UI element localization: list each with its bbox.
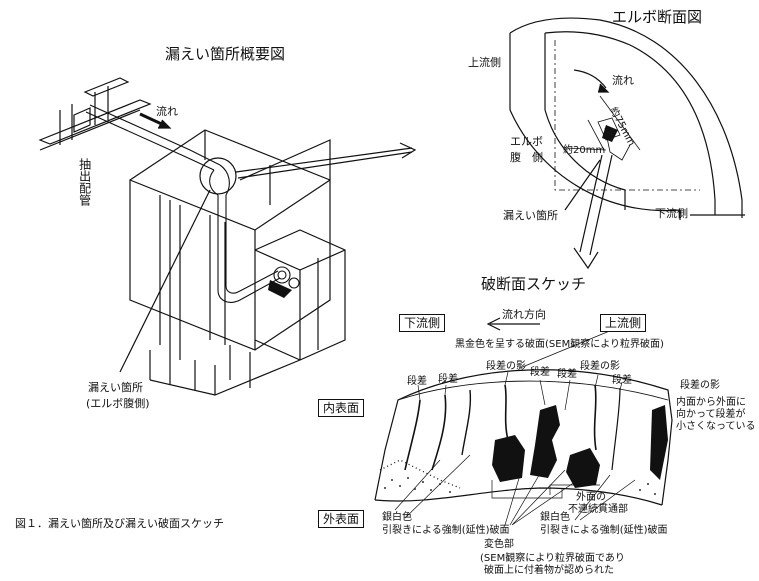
- downstream-box: 下流側: [399, 314, 446, 332]
- overview-structure: [129, 129, 346, 396]
- outer-discontinuity-line-2: 不連続貫通部: [568, 504, 628, 515]
- right-step-note: 内面から外面に 向かって段差が 小さくなっている: [676, 397, 756, 433]
- leak-detail-arrow: [235, 147, 413, 173]
- pipe-rack: [38, 77, 152, 151]
- flow-direction-label: 流れ方向: [502, 308, 546, 321]
- right-note-line-3: 小さくなっている: [676, 421, 756, 432]
- figure-caption: 図１．漏えい箇所及び漏えい破面スケッチ: [15, 517, 224, 530]
- outer-discontinuity-note: 外面の 不連続貫通部: [568, 492, 628, 516]
- step-label-2: 段差: [438, 374, 458, 385]
- outer-discontinuity-line-1: 外面の: [576, 492, 606, 503]
- elbow-section-title: エルボ断面図: [612, 8, 703, 26]
- tensile-fracture-left: 引裂きによる強制(延性)破面: [382, 525, 510, 536]
- step-label-1: 段差: [407, 376, 427, 387]
- elbow-belly-label-2: 腹 側: [510, 151, 543, 164]
- leak-location-sublabel: (エルボ腹側): [86, 397, 150, 410]
- silver-white-right: 銀白色: [540, 512, 570, 523]
- sem-note: (SEM観察により粒界破面であり 破面上に付着物が認められた: [480, 553, 625, 577]
- right-note-line-2: 向かって段差が: [676, 409, 746, 420]
- sem-note-line-1: (SEM観察により粒界破面であり: [480, 553, 625, 564]
- overview-flow-label: 流れ: [156, 105, 178, 118]
- outer-surface-box: 外表面: [318, 510, 365, 528]
- dark-fracture-zones: [268, 125, 668, 488]
- right-step-shadow-label: 段差の影: [680, 380, 720, 391]
- sem-note-line-2: 破面上に付着物が認められた: [484, 565, 614, 576]
- leak-location-marker: [199, 157, 237, 195]
- elbow-flow-label: 流れ: [612, 74, 634, 87]
- right-note-line-1: 内面から外面に: [676, 397, 746, 408]
- tensile-fracture-right: 引裂きによる強制(延性)破面: [540, 525, 668, 536]
- dark-surface-note: 黒金色を呈する破面(SEM観察により粒界破面): [455, 339, 664, 350]
- stippled-area: [384, 477, 656, 495]
- elbow-downstream-label: 下流側: [655, 207, 688, 220]
- step-shadow-label-2: 段差の影: [580, 361, 620, 372]
- discolored-label: 変色部: [484, 539, 514, 550]
- step-label-4: 段差: [557, 369, 577, 380]
- inner-surface-box: 内表面: [318, 399, 365, 417]
- dim-20-label: 約20mm: [563, 145, 606, 156]
- step-label-5: 段差: [612, 375, 632, 386]
- elbow-belly-label-1: エルボ: [510, 135, 543, 148]
- step-shadow-label-1: 段差の影: [486, 361, 526, 372]
- step-label-3: 段差: [530, 367, 550, 378]
- extraction-pipe-label: 抽出配管: [77, 158, 92, 206]
- extraction-pipe: [85, 104, 300, 303]
- upstream-box: 上流側: [600, 314, 647, 332]
- overview-title: 漏えい箇所概要図: [165, 45, 286, 63]
- silver-white-left: 銀白色: [382, 512, 412, 523]
- fracture-surface-sketch: [374, 317, 673, 526]
- elbow-leak-label: 漏えい箇所: [503, 209, 558, 222]
- fracture-sketch-title: 破断面スケッチ: [481, 275, 587, 293]
- leak-location-label: 漏えい箇所: [88, 381, 143, 394]
- leak-label-leader: [119, 189, 211, 373]
- elbow-upstream-label: 上流側: [468, 56, 501, 69]
